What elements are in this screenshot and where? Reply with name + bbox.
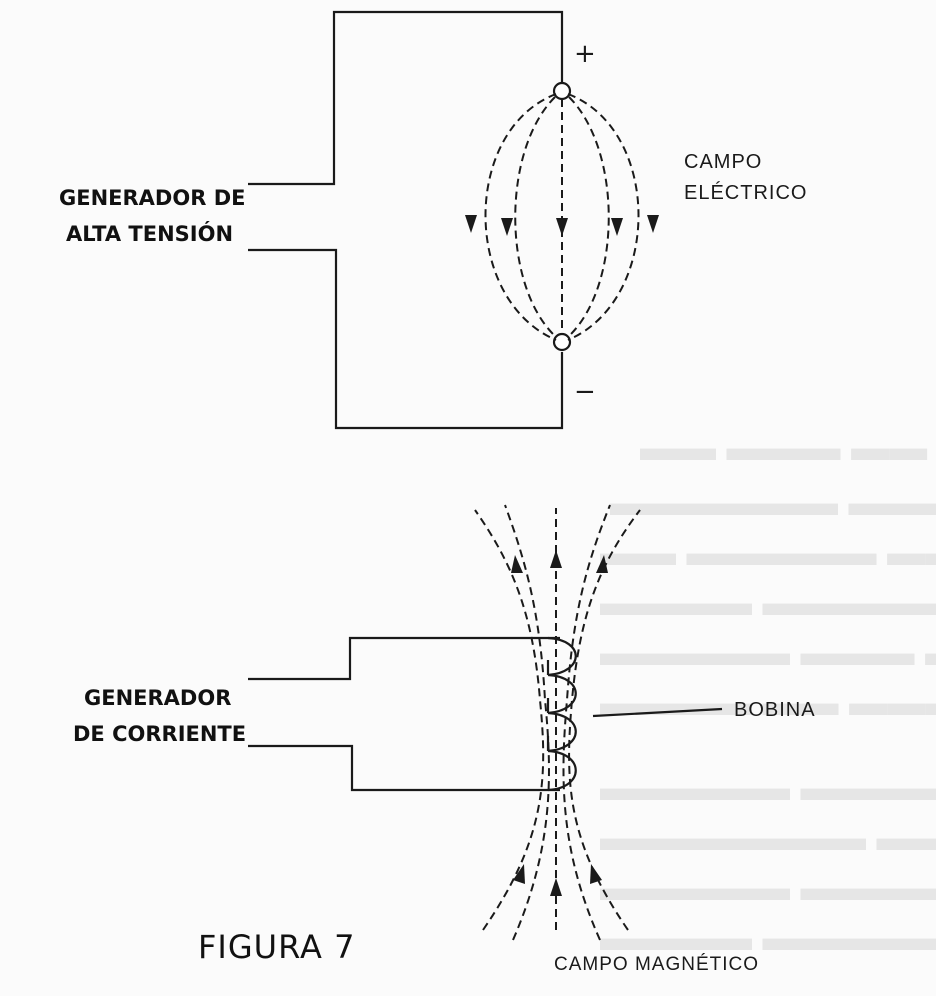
circuit-wire-top [248, 10, 564, 186]
field-arrow [611, 218, 623, 236]
figure-label: FIGURA 7 [198, 928, 355, 966]
hv-generator-label-line1: GENERADOR DE [59, 186, 245, 210]
coil-label: BOBINA [734, 699, 816, 721]
positive-electrode [552, 81, 572, 101]
field-arrow [550, 550, 562, 568]
coil-wire-top [248, 636, 560, 681]
field-arrow [590, 864, 602, 884]
electric-field-label-line1: CAMPO [684, 151, 762, 173]
bleed-through-text: ▬▬ ▬▬▬ ▬▬ ▬▬▬▬▬▬ ▬▬▬ ▬▬ ▬▬▬▬▬ ▬▬▬▬ ▬▬▬▬ … [600, 427, 936, 959]
coil-winding [547, 636, 577, 792]
svg-text:▬▬ ▬▬▬▬▬ ▬▬▬▬: ▬▬ ▬▬▬▬▬ ▬▬▬▬ [600, 532, 936, 574]
electric-field-label-line2: ELÉCTRICO [684, 181, 807, 204]
plus-sign: + [574, 39, 596, 69]
magnetic-field-lines [474, 504, 641, 941]
current-generator-label-line2: DE CORRIENTE [73, 722, 246, 746]
field-arrow [511, 555, 523, 573]
negative-electrode [552, 332, 572, 352]
field-arrow [647, 215, 659, 233]
current-circuit [248, 636, 723, 792]
svg-text:▬▬▬▬▬ ▬▬▬▬ ▬▬▬▬: ▬▬▬▬▬ ▬▬▬▬ ▬▬▬▬ [600, 867, 936, 909]
svg-text:▬▬▬▬▬ ▬▬▬ ▬▬▬: ▬▬▬▬▬ ▬▬▬ ▬▬▬ [600, 632, 936, 674]
svg-text:▬▬▬▬ ▬▬ ▬▬▬▬▬: ▬▬▬▬ ▬▬ ▬▬▬▬▬ [600, 682, 936, 724]
coil-leader-line [592, 707, 723, 718]
field-arrow [501, 218, 513, 236]
coil-wire-bottom [248, 744, 560, 792]
svg-text:▬▬▬▬▬▬ ▬▬▬: ▬▬▬▬▬▬ ▬▬▬ [610, 482, 936, 524]
field-arrow [556, 218, 568, 236]
svg-text:▬▬▬▬ ▬▬▬▬▬ ▬▬▬: ▬▬▬▬ ▬▬▬▬▬ ▬▬▬ [600, 917, 936, 959]
circuit-wire-bottom [248, 248, 564, 430]
field-arrow [465, 215, 477, 233]
field-arrow [513, 864, 525, 884]
hv-generator-label-line2: ALTA TENSIÓN [66, 221, 233, 246]
svg-text:▬▬▬▬▬ ▬▬▬▬▬▬: ▬▬▬▬▬ ▬▬▬▬▬▬ [600, 767, 936, 809]
electric-field-lines [465, 93, 659, 341]
svg-text:▬▬▬▬ ▬▬▬▬▬▬ ▬: ▬▬▬▬ ▬▬▬▬▬▬ ▬ [600, 582, 936, 624]
magnetic-field-label: CAMPO MAGNÉTICO [554, 954, 759, 975]
svg-text:▬▬▬▬▬▬▬ ▬▬▬ ▬▬: ▬▬▬▬▬▬▬ ▬▬▬ ▬▬ [600, 817, 936, 859]
svg-text:▬▬ ▬▬▬ ▬▬: ▬▬ ▬▬▬ ▬▬ [640, 427, 927, 469]
field-arrow [596, 555, 608, 573]
minus-sign: − [574, 377, 596, 407]
current-generator-label-line1: GENERADOR [84, 686, 231, 710]
high-voltage-circuit [248, 10, 572, 430]
field-arrow [550, 878, 562, 896]
